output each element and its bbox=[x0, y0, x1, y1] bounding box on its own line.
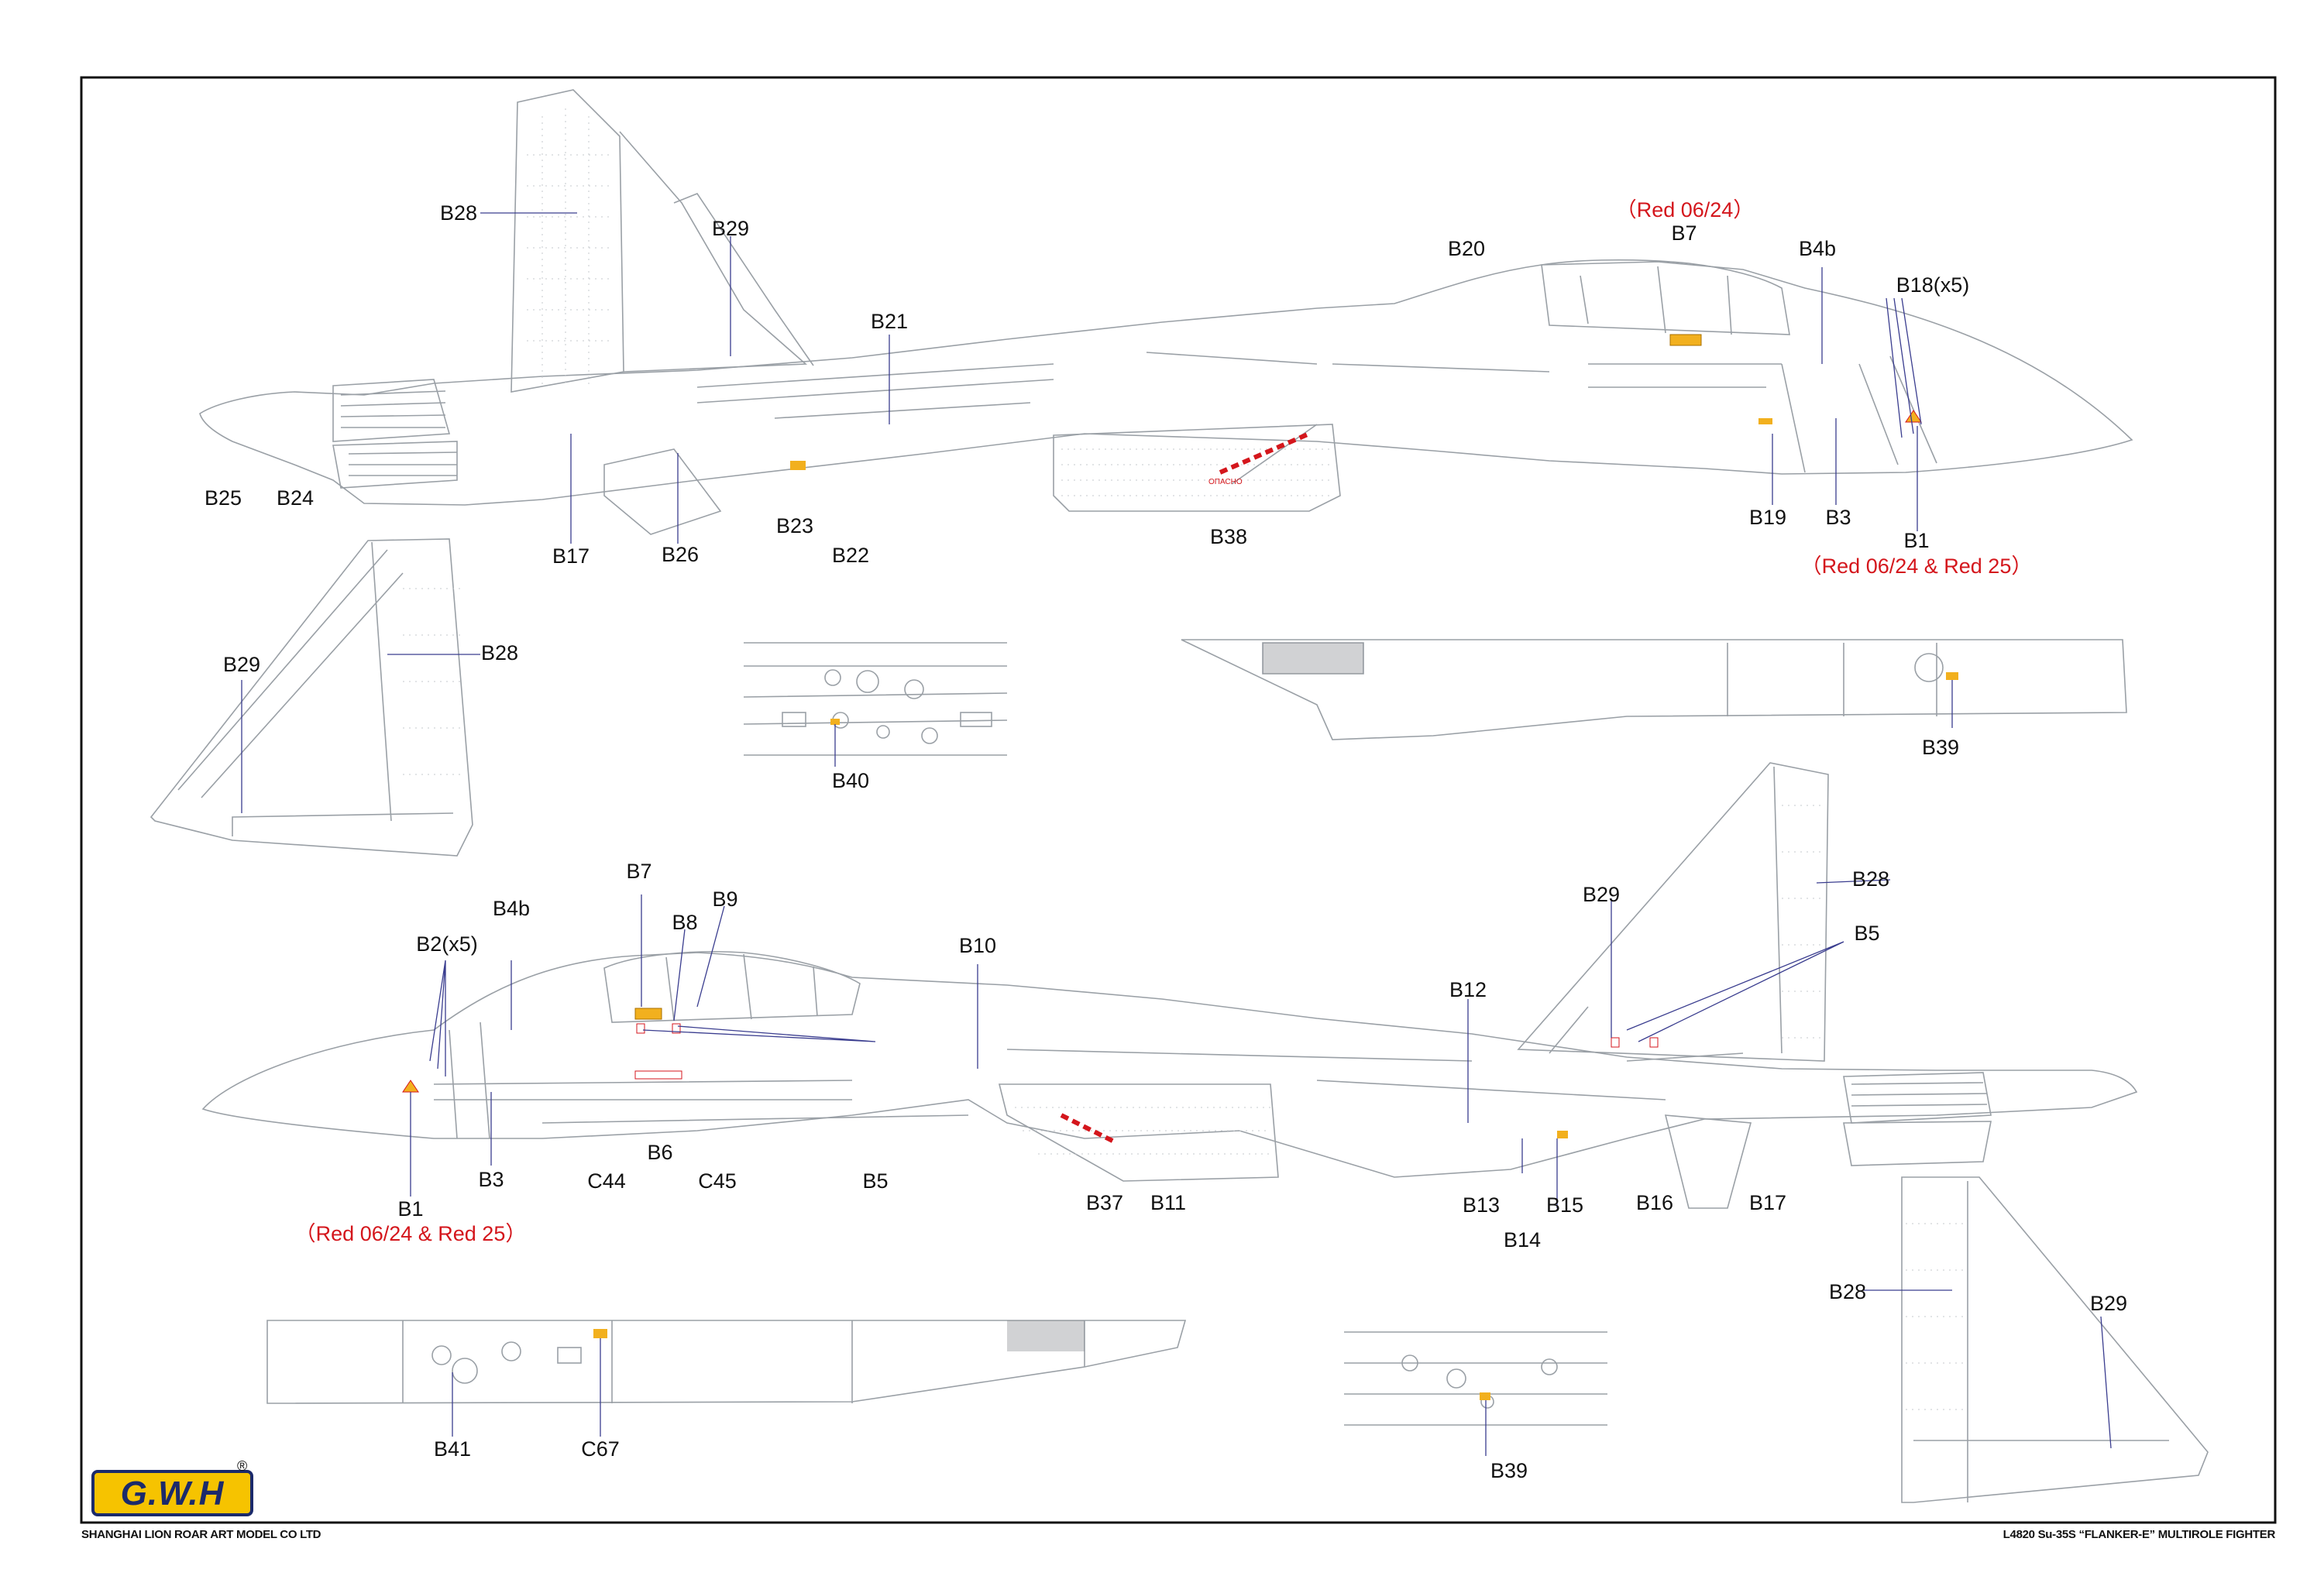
right-fin-drawing bbox=[1901, 1176, 2209, 1503]
b39-lower-decal bbox=[1480, 1392, 1490, 1400]
company-name: SHANGHAI LION ROAR ART MODEL CO LTD bbox=[81, 1528, 321, 1541]
label-bot-b5-lower: B5 bbox=[862, 1169, 889, 1193]
lower-detail-a-leaders bbox=[452, 1338, 601, 1437]
logo-wordmark: G.W.H bbox=[120, 1475, 225, 1512]
label-bot-b29: B29 bbox=[1582, 883, 1621, 906]
bottom-profile-leaders bbox=[410, 879, 1891, 1208]
label-b22: B22 bbox=[831, 544, 870, 567]
lower-detail-a-drawing bbox=[266, 1320, 1187, 1404]
label-b3: B3 bbox=[1825, 506, 1851, 529]
label-bot-c44: C44 bbox=[587, 1169, 626, 1193]
label-b20: B20 bbox=[1447, 237, 1486, 260]
label-fin-left-b28: B28 bbox=[480, 641, 519, 664]
left-fin-drawing bbox=[150, 538, 473, 857]
label-bot-b15: B15 bbox=[1545, 1193, 1584, 1217]
top-profile-drawing bbox=[199, 89, 2133, 535]
svg-text:ОПАСНО: ОПАСНО bbox=[1208, 478, 1243, 486]
label-b17: B17 bbox=[552, 544, 590, 568]
label-fin-right-b28: B28 bbox=[1828, 1280, 1867, 1303]
label-bot-b5-upper: B5 bbox=[1854, 922, 1880, 945]
label-bot-b28: B28 bbox=[1851, 867, 1890, 891]
label-bot-b2: B2(x5) bbox=[416, 932, 478, 956]
label-bot-b1: B1 bbox=[397, 1197, 424, 1221]
label-detail-b39: B39 bbox=[1921, 736, 1960, 759]
c67-decal bbox=[593, 1329, 607, 1338]
label-bot-b37: B37 bbox=[1085, 1191, 1124, 1214]
label-b24: B24 bbox=[276, 486, 315, 510]
label-b4b: B4b bbox=[1798, 237, 1837, 260]
label-bot-c45: C45 bbox=[698, 1169, 737, 1193]
label-bot-b3: B3 bbox=[478, 1168, 504, 1191]
left-fin-leaders bbox=[241, 654, 480, 813]
bottom-profile-decals bbox=[402, 1008, 1659, 1145]
b39-decal bbox=[1946, 672, 1958, 680]
label-bot-b16: B16 bbox=[1635, 1191, 1674, 1214]
label-b23: B23 bbox=[775, 514, 814, 537]
label-b28: B28 bbox=[439, 201, 478, 225]
top-profile-decals: ОПАСНО bbox=[790, 334, 1922, 486]
right-fin-leaders bbox=[1863, 1289, 2112, 1449]
underside-detail-a-drawing bbox=[743, 642, 1008, 756]
label-bot-b8: B8 bbox=[672, 911, 698, 934]
label-bot-b1-note: （Red 06/24 & Red 25） bbox=[294, 1222, 527, 1245]
label-b7: B7 bbox=[1671, 221, 1697, 245]
label-bot-b6: B6 bbox=[647, 1141, 673, 1164]
label-b1: B1 bbox=[1903, 529, 1930, 552]
label-b41: B41 bbox=[433, 1437, 472, 1461]
left-fin-rivets bbox=[403, 588, 465, 775]
label-c67: C67 bbox=[581, 1437, 620, 1461]
label-bot-b11: B11 bbox=[1150, 1191, 1187, 1214]
label-fin-left-b29: B29 bbox=[222, 653, 261, 676]
logo-registered-mark: ® bbox=[237, 1458, 248, 1474]
drawing-frame bbox=[80, 76, 2277, 1524]
product-title: L4820 Su-35S “FLANKER-E” MULTIROLE FIGHT… bbox=[2003, 1528, 2276, 1541]
lower-detail-b-drawing bbox=[1344, 1331, 1607, 1426]
label-b7-note: （Red 06/24） bbox=[1615, 198, 1755, 221]
label-b18: B18(x5) bbox=[1896, 273, 1970, 297]
label-b29: B29 bbox=[711, 217, 750, 240]
label-bot-b10: B10 bbox=[958, 934, 997, 957]
label-bot-b14: B14 bbox=[1503, 1228, 1542, 1252]
label-b26: B26 bbox=[661, 543, 700, 566]
label-b25: B25 bbox=[204, 486, 242, 510]
label-b40: B40 bbox=[831, 769, 870, 792]
gwh-logo bbox=[91, 1470, 253, 1516]
label-fin-right-b29: B29 bbox=[2089, 1292, 2128, 1315]
label-b19: B19 bbox=[1748, 506, 1787, 529]
label-b21: B21 bbox=[870, 310, 909, 333]
label-bot-b17: B17 bbox=[1748, 1191, 1787, 1214]
label-bot-b7: B7 bbox=[626, 860, 652, 883]
label-lower-b39: B39 bbox=[1490, 1459, 1528, 1482]
lower-grille bbox=[1007, 1320, 1085, 1351]
bottom-profile-drawing bbox=[201, 762, 2138, 1209]
bottom-profile-rivets bbox=[1015, 805, 1824, 1155]
top-profile-leaders bbox=[480, 212, 1922, 544]
label-b38: B38 bbox=[1209, 525, 1248, 548]
label-bot-b12: B12 bbox=[1449, 978, 1487, 1001]
label-b1-note: （Red 06/24 & Red 25） bbox=[1800, 555, 2033, 578]
b40-decal bbox=[830, 719, 840, 725]
underside-detail-b-drawing bbox=[1181, 639, 2127, 740]
right-fin-rivets bbox=[1906, 1223, 1968, 1410]
label-bot-b4b: B4b bbox=[492, 897, 531, 920]
label-bot-b9: B9 bbox=[712, 888, 738, 911]
grille bbox=[1263, 643, 1363, 674]
label-bot-b13: B13 bbox=[1462, 1193, 1501, 1217]
